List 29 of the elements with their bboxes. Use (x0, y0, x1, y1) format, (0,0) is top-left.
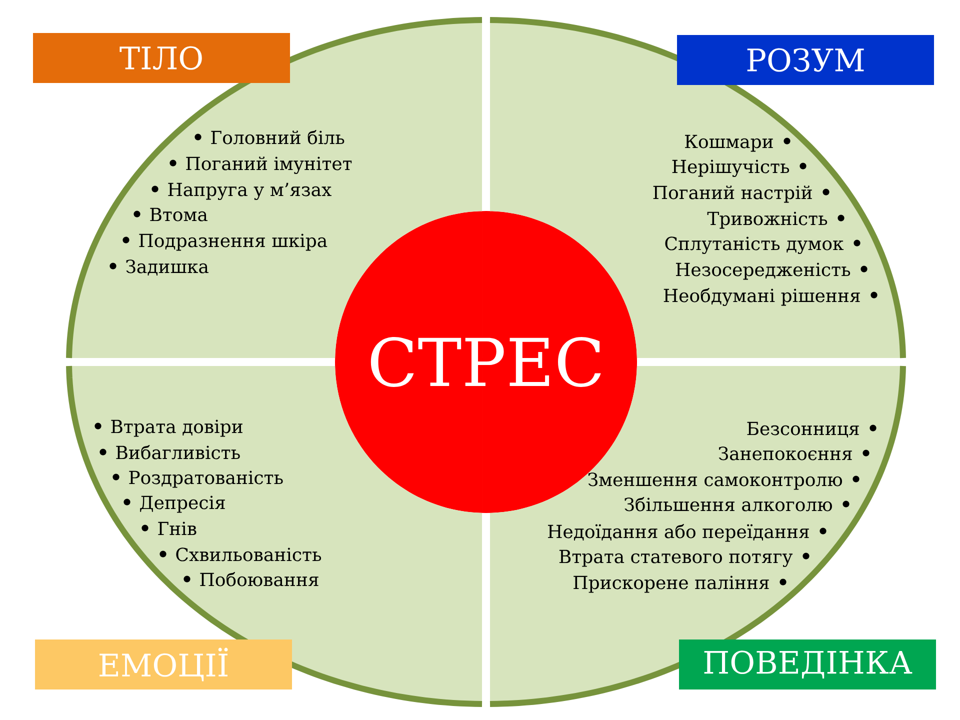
list-item: Сплутаність думок (665, 236, 844, 254)
list-item: Нерішучість (672, 160, 790, 177)
list-item: Напруга у м’язах (168, 182, 332, 200)
list-item: Побоювання (200, 572, 318, 586)
list-item: Головний біль (211, 130, 344, 144)
heading-box: ТІЛО (33, 33, 290, 83)
heading-box: ЕМОЦІЇ (35, 640, 292, 690)
list-item: Поганий настрій (653, 186, 812, 203)
list-item: Вибагливість (116, 445, 240, 460)
list-item: Кошмари (685, 134, 773, 152)
list-item: Безсонниця (747, 422, 859, 438)
list-item: Подразнення шкіра (139, 234, 328, 251)
heading-box: ПОВЕДІНКА (679, 640, 936, 690)
list-item: Гнів (158, 522, 196, 535)
list-item: Незосередженість (676, 262, 850, 280)
list-item: Поганий імунітет (186, 156, 352, 174)
list-item: Тривожність (707, 212, 828, 229)
list-item: Схвильованість (176, 548, 322, 562)
list-item: Прискорене паління (574, 576, 769, 593)
heading-box: РОЗУМ (677, 35, 934, 85)
list-item: Необдумані рішення (664, 288, 860, 306)
list-item: Втрата статевого потягу (559, 550, 793, 567)
list-item: Задишка (126, 260, 208, 276)
list-item: Недоїдання або переїдання (548, 524, 809, 542)
list-item: Занепокоєння (718, 446, 852, 460)
list-item: Роздратованість (129, 470, 283, 488)
list-item: Депресія (140, 496, 225, 513)
list-item: Втома (150, 208, 208, 222)
list-item: Втрата довіри (111, 420, 242, 437)
